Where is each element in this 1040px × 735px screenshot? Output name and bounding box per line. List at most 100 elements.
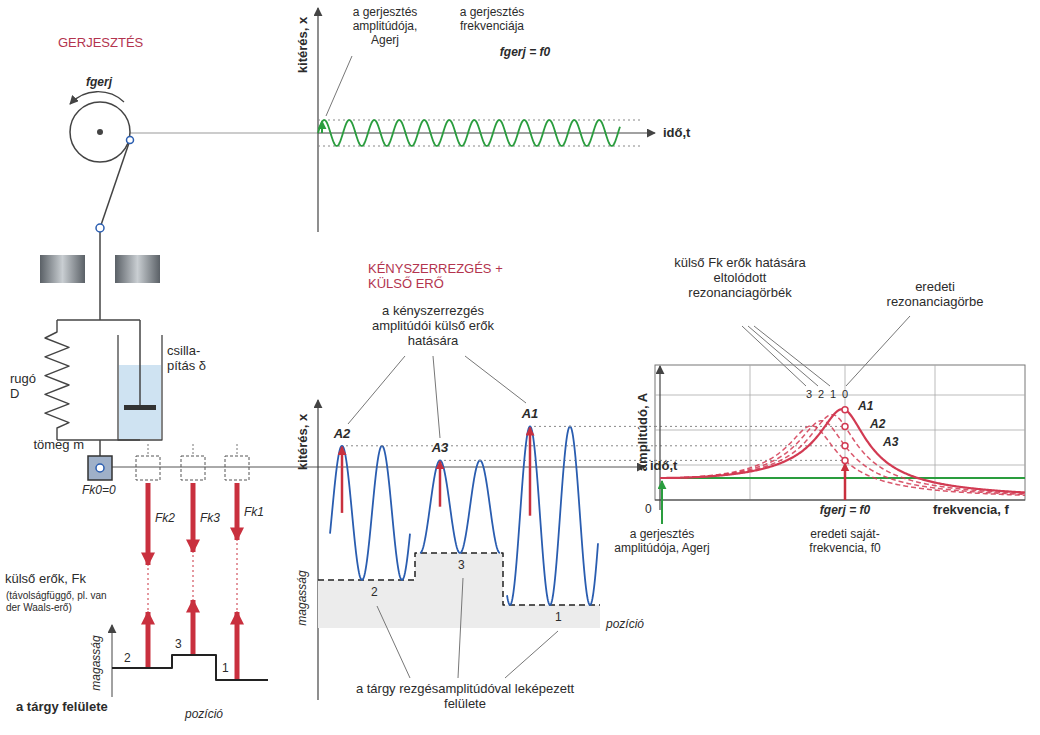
amplitude-point	[842, 407, 848, 413]
axis-label: magasság	[296, 570, 310, 625]
annotation: (távolságfüggő, pl. van der Waals-erő)	[6, 590, 114, 613]
amplitude-symbol: A1	[858, 400, 873, 414]
axis-label: kitérés, x	[296, 414, 311, 470]
top-bar	[57, 319, 140, 321]
force-link	[237, 543, 238, 610]
amplitude-guide	[318, 120, 640, 121]
displacement-axis	[317, 400, 318, 700]
amplitude-arrow	[529, 427, 532, 515]
excitation-amplitude-line	[660, 477, 1025, 479]
guide-block	[115, 255, 160, 283]
grid-line	[935, 365, 936, 500]
annotation: a gerjesztés amplitúdója, Agerj	[605, 528, 720, 556]
leader-line	[465, 356, 526, 403]
piston-plate	[124, 405, 156, 410]
curve-number: 1	[830, 388, 836, 401]
annotation: a tárgy rezgésamplitúdóval leképezett fe…	[345, 682, 585, 712]
position-number: 1	[222, 662, 229, 676]
annotation: a tárgy felülete	[16, 700, 108, 715]
axis-label: idő,t	[650, 459, 677, 474]
force-symbol: Fk3	[200, 512, 220, 526]
force-arrow	[146, 483, 151, 565]
annotation: a kényszerrezgés amplitúdói külső erők h…	[358, 304, 508, 349]
annotation: külső erők, Fk	[5, 572, 145, 587]
surface-shading	[318, 553, 600, 628]
force-link	[193, 555, 194, 598]
forced-vibration-wave	[330, 446, 410, 580]
amplitude-point	[842, 457, 848, 463]
grid-line	[750, 365, 751, 500]
curve-number: 3	[806, 388, 812, 401]
surface-force-arrow	[235, 612, 240, 680]
amplitude-symbol: A3	[432, 441, 449, 456]
amplitude-guide	[318, 146, 640, 147]
reference-line	[130, 133, 318, 134]
position-mark	[148, 444, 149, 456]
force-symbol: Fk1	[244, 506, 264, 520]
amplitude-projection	[346, 445, 845, 446]
leader-line	[433, 356, 440, 438]
chart-frame	[655, 365, 1025, 500]
amplitude-projection	[655, 460, 845, 461]
frequency-equation: fgerj = f0	[500, 46, 550, 60]
axis-label: pozíció	[185, 708, 223, 722]
leader-line	[742, 326, 806, 386]
frequency-equation: fgerj = f0	[820, 504, 870, 518]
axis-label: frekvencia, f	[933, 503, 1009, 518]
leader-line	[846, 316, 910, 386]
surface-force-arrow	[191, 600, 196, 655]
amplitude-symbol: A3	[883, 436, 898, 450]
mass-position	[136, 456, 160, 480]
grid-line	[655, 465, 1025, 466]
frequency-axis	[655, 499, 1025, 500]
frequency-symbol: fgerj	[86, 76, 112, 90]
part-name: csilla- pítás δ	[167, 344, 215, 374]
guide-block	[40, 255, 85, 283]
mass-position	[181, 456, 205, 480]
amplitude-arrow	[341, 447, 344, 513]
amplitude-point	[842, 443, 848, 449]
annotation: a gerjesztés frekvenciája	[440, 6, 545, 34]
mass-joint	[96, 464, 104, 472]
excitation-wheel	[70, 102, 130, 162]
position-mark	[237, 444, 238, 456]
annotation: a gerjesztés amplitúdója, Agerj	[338, 6, 433, 47]
force-symbol: Fk2	[155, 512, 175, 526]
excitation-wave	[318, 120, 620, 146]
curve-number: 2	[818, 388, 824, 401]
leader-line	[377, 606, 410, 678]
axis-origin: 0	[645, 503, 652, 517]
leader-line	[348, 356, 405, 424]
eigenfrequency-arrow	[844, 463, 847, 500]
object-surface	[112, 655, 268, 680]
grid-line	[655, 395, 1025, 396]
wheel-axle	[97, 129, 103, 135]
force-symbol: Fk0=0	[82, 484, 116, 498]
rod-joint	[96, 224, 104, 232]
section-title: KÉNYSZERREZGÉS + KÜLSŐ ERŐ	[368, 262, 518, 292]
leader-line	[326, 56, 352, 116]
amplitude-arrow	[439, 461, 442, 506]
part-name: tömeg m	[24, 438, 84, 453]
drawing	[40, 8, 1025, 700]
time-axis	[112, 467, 645, 468]
piston-rod	[139, 320, 141, 406]
force-arrow	[191, 483, 196, 552]
force-link	[148, 568, 149, 610]
position-mark	[193, 444, 194, 456]
curve-number: 0	[842, 388, 848, 401]
axis-label: kitérés, x	[296, 17, 311, 73]
amplitude-axis	[659, 366, 660, 510]
part-name: rugó D	[10, 372, 46, 402]
spring-symbol	[45, 320, 69, 440]
position-number: 2	[124, 652, 131, 666]
shifted-resonance-curve	[660, 421, 1025, 495]
position-number: 3	[458, 559, 465, 573]
force-arrow	[235, 483, 240, 540]
original-resonance-curve	[660, 409, 1025, 492]
axis-label: pozíció	[606, 618, 644, 632]
amplitude-projection	[655, 445, 845, 446]
axis-label: amplitúdó, A	[636, 393, 651, 471]
